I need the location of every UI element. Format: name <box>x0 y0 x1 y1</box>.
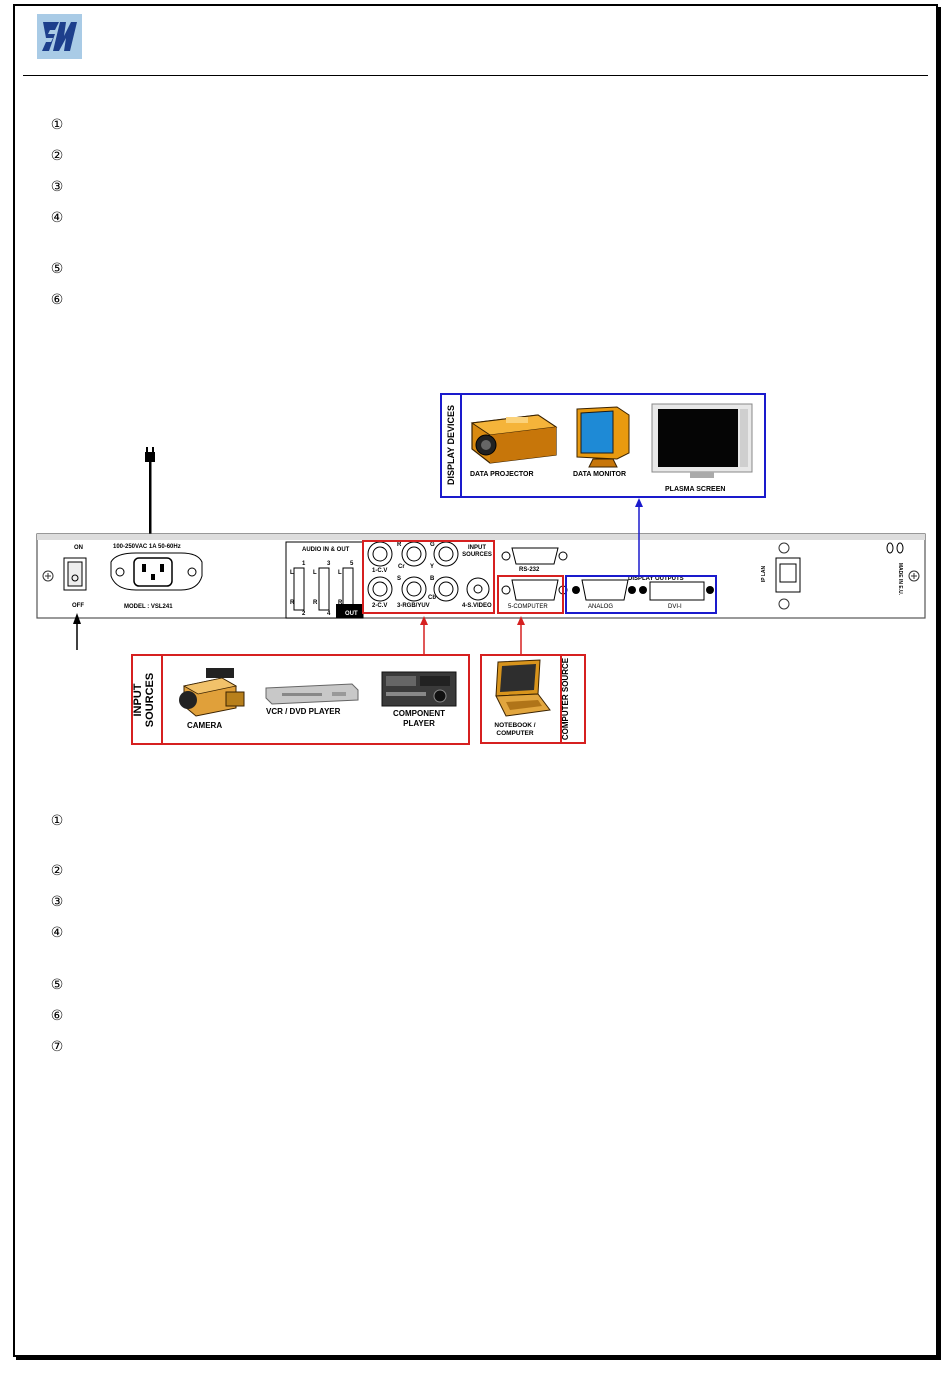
company-logo-icon <box>37 14 82 59</box>
input-3-label: 3-RGB/YUV <box>397 603 430 609</box>
list-marker: ③ <box>50 894 64 910</box>
panel-on-label: ON <box>74 545 83 551</box>
input-sources-frame <box>131 654 470 745</box>
computer-input-highlight <box>497 575 564 614</box>
input-sources-title-cell <box>131 654 163 745</box>
data-projector-label: DATA PROJECTOR <box>470 471 534 478</box>
list-marker: ② <box>50 863 64 879</box>
plasma-screen-icon <box>651 403 753 478</box>
audio-channel-l: L <box>313 570 317 576</box>
audio-num: 5 <box>350 561 354 567</box>
component-player-icon <box>381 671 457 707</box>
input-1-label: 1-C.V <box>372 568 388 574</box>
camera-label: CAMERA <box>187 721 223 730</box>
display-devices-frame <box>440 393 766 498</box>
list-marker: ① <box>50 813 64 829</box>
audio-channel-r: R <box>313 600 318 606</box>
audio-num: 1 <box>302 561 306 567</box>
input-sources-title: INPUT SOURCES <box>132 672 156 728</box>
dvi-out-label: DVI-I <box>668 604 682 610</box>
bnc-y-label: Y <box>430 564 435 570</box>
audio-channel-r: R <box>338 600 343 606</box>
audio-num: 2 <box>302 611 306 617</box>
display-devices-title-cell <box>440 393 462 498</box>
list-marker: ⑥ <box>50 1008 64 1024</box>
audio-out-label: OUT <box>345 611 358 617</box>
notebook-label: NOTEBOOK / COMPUTER <box>494 722 536 737</box>
model-label: MODEL : VSL241 <box>124 604 173 610</box>
list-marker: ③ <box>50 179 64 195</box>
rear-panel <box>36 533 926 619</box>
rs232-label: RS-232 <box>519 567 540 573</box>
display-outputs-label: DISPLAY OUTPUTS <box>628 576 684 582</box>
audio-channel-l: L <box>338 570 342 576</box>
page-frame <box>13 4 938 1357</box>
bnc-r-label: R <box>397 542 402 548</box>
input-4-label: 4-S.VIDEO <box>462 603 492 609</box>
input-5-label: 5-COMPUTER <box>508 604 548 610</box>
bnc-s-label: S <box>397 576 402 582</box>
list-marker: ⑤ <box>50 977 64 993</box>
list-marker: ⑦ <box>50 1039 64 1055</box>
list-marker: ① <box>50 117 64 133</box>
header-rule <box>23 75 928 76</box>
data-monitor-label: DATA MONITOR <box>573 471 627 478</box>
power-plug-icon <box>145 447 155 534</box>
computer-source-frame <box>480 654 586 744</box>
input-2-label: 2-C.V <box>372 603 388 609</box>
list-marker: ⑥ <box>50 292 64 308</box>
bnc-cr-label: Cr <box>398 564 405 570</box>
display-outputs-highlight <box>565 575 717 614</box>
bnc-g-label: G <box>430 542 435 548</box>
bnc-cb-label: Cb <box>428 595 436 601</box>
plasma-screen-label: PLASMA SCREEN <box>665 486 726 493</box>
analog-out-label: ANALOG <box>588 604 614 610</box>
bnc-b-label: B <box>430 576 435 582</box>
audio-channel-r: R <box>290 600 295 606</box>
component-player-label: COMPONENT PLAYER <box>393 709 445 728</box>
camera-icon <box>179 668 245 717</box>
panel-input-sources-label: INPUT SOURCES <box>462 545 492 558</box>
audio-title-label: AUDIO IN & OUT <box>302 547 350 553</box>
data-monitor-icon <box>576 406 630 468</box>
audio-channel-l: L <box>290 570 294 576</box>
panel-off-label: OFF <box>72 603 84 609</box>
audio-num: 3 <box>327 561 331 567</box>
list-marker: ⑤ <box>50 261 64 277</box>
video-inputs-highlight <box>362 540 495 614</box>
audio-num: 4 <box>327 611 331 617</box>
computer-source-title-cell <box>560 654 586 744</box>
power-rating-label: 100-250VAC 1A 50-60Hz <box>113 544 181 550</box>
notebook-computer-icon <box>495 659 551 717</box>
vcr-dvd-label: VCR / DVD PLAYER <box>266 707 341 716</box>
list-marker: ④ <box>50 210 64 226</box>
vcr-dvd-player-icon <box>265 683 359 705</box>
data-projector-icon <box>470 414 558 464</box>
list-marker: ④ <box>50 925 64 941</box>
list-marker: ② <box>50 148 64 164</box>
computer-source-title: COMPUTER SOURCE <box>561 657 570 741</box>
